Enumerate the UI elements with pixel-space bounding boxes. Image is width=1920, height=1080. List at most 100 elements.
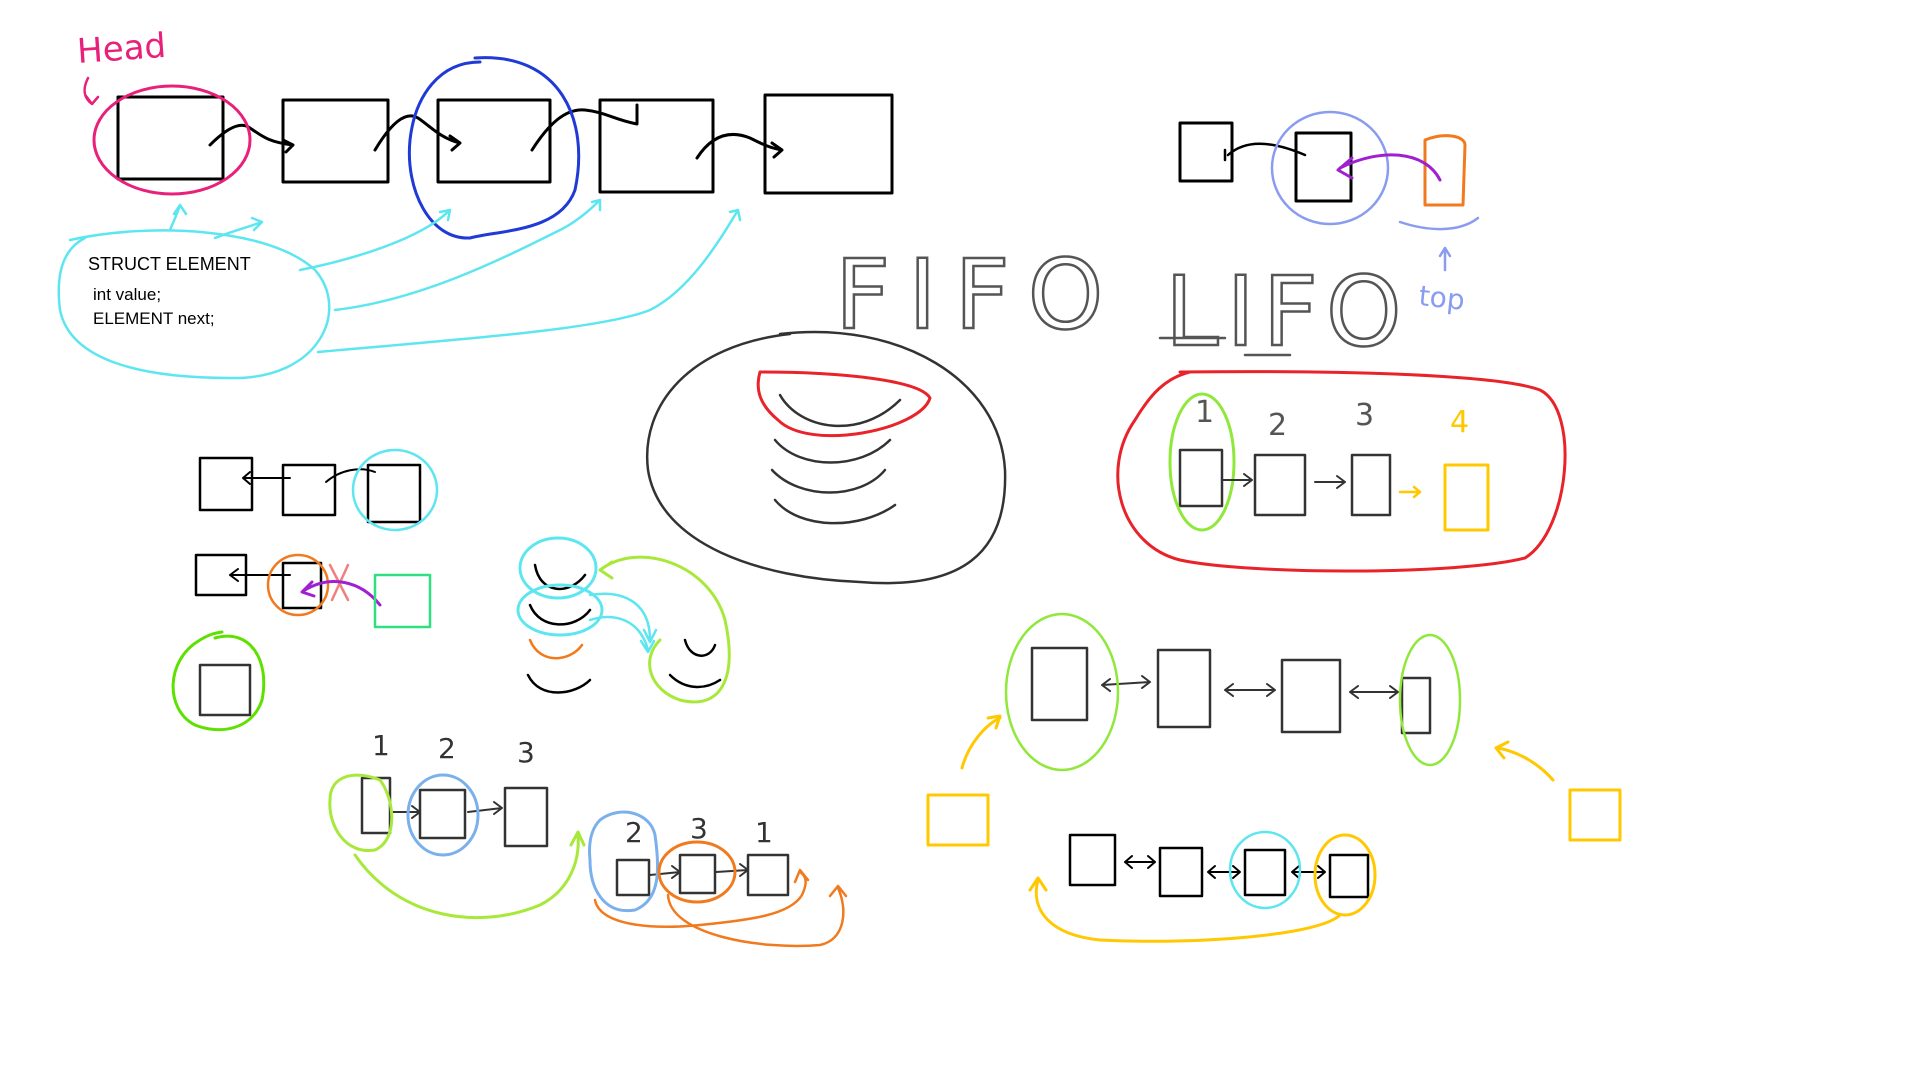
struct-pointer-2	[213, 216, 264, 240]
dll-head-circle	[1004, 612, 1120, 772]
reorder-blue-circle	[406, 773, 480, 857]
reorder-top-node-2	[418, 788, 467, 840]
reorder-blue-bubble	[588, 810, 660, 913]
struct-pointer-5	[316, 208, 742, 354]
reorder-bottom-node-1	[615, 858, 651, 897]
reorder-bottom-node-2	[678, 853, 717, 895]
top-arrow	[1438, 246, 1452, 272]
dll-new-tail	[1568, 788, 1622, 842]
reorder-top-num-2: 2	[438, 732, 456, 765]
queue-num-1: 1	[1195, 395, 1214, 430]
rm-row2-arrow	[229, 568, 291, 582]
queue-first-circle	[1168, 392, 1236, 532]
dll-arrow-3	[1349, 685, 1399, 699]
lifo-title: LIFO	[1165, 256, 1410, 368]
queue-node-1	[1178, 448, 1224, 508]
reorder-top-node-3	[503, 786, 549, 848]
reorder-top-arrow-1	[391, 805, 421, 819]
queue-diagram: 1 2 3 4	[1116, 370, 1567, 573]
dll-arrow-2	[1224, 683, 1276, 697]
reorder-bottom-num-2: 3	[690, 812, 708, 845]
rm-row1-arrow-1	[242, 471, 291, 485]
rm-row2-node-2	[281, 561, 323, 610]
doubly-linked-list	[926, 612, 1622, 847]
struct-bubble-outline	[57, 229, 331, 380]
cdll-arrow-1	[1124, 855, 1156, 869]
plate-transfer	[516, 536, 731, 704]
queue-num-2: 2	[1268, 408, 1287, 443]
queue-num-4: 4	[1450, 405, 1469, 440]
rm-single-node	[198, 663, 252, 717]
stack-top-right: top	[1178, 110, 1480, 317]
list-node-5	[763, 93, 894, 195]
dll-node-1	[1030, 646, 1089, 722]
list-node-1	[116, 95, 225, 181]
reorder-lime-arrow	[353, 830, 586, 920]
struct-pointer-4	[333, 198, 602, 312]
dll-new-tail-arrow	[1494, 740, 1555, 782]
queue-arrow-2	[1314, 475, 1346, 489]
list-reorder-diagram: 1 2 3 2 3 1	[328, 729, 848, 948]
top-bracket	[1398, 216, 1480, 231]
head-label: Head	[76, 26, 167, 72]
transfer-plate-1	[533, 563, 587, 591]
bowl-outline	[645, 330, 1007, 585]
head-arrow	[83, 76, 100, 106]
cdll-cyan-circle	[1228, 830, 1302, 910]
reorder-bottom-arrow-2	[715, 863, 749, 877]
top-plate-highlight	[756, 370, 932, 438]
plate-1	[778, 393, 902, 428]
reorder-top-node-1	[360, 776, 392, 835]
rm-single-circle	[171, 630, 266, 732]
queue-container	[1116, 370, 1567, 573]
cdll-yellow-circle	[1313, 833, 1377, 917]
reorder-top-num-1: 1	[372, 729, 390, 762]
plate-3	[770, 468, 887, 494]
cdll-arrow-3	[1291, 865, 1326, 879]
queue-node-2	[1253, 453, 1307, 517]
transfer-plate-1-circle	[518, 536, 598, 600]
stack-link	[1223, 142, 1307, 162]
rm-row1-last-circle	[351, 448, 439, 532]
list-arrow-3	[530, 103, 639, 152]
dll-node-3	[1280, 658, 1342, 734]
rm-row1-node-2	[281, 463, 337, 517]
struct-pointer-1	[168, 203, 188, 232]
transfer-target-plate-1	[683, 638, 717, 657]
blue-highlight-circle	[407, 56, 581, 240]
list-node-4	[598, 98, 715, 194]
reorder-top-num-3: 3	[517, 736, 535, 769]
cdll-node-1	[1068, 833, 1117, 887]
struct-bubble	[57, 198, 742, 380]
reorder-bottom-node-3	[746, 853, 790, 897]
dll-tail-circle	[1398, 633, 1462, 767]
transfer-cyan-arrow-1	[588, 592, 658, 644]
cdll-node-3	[1243, 848, 1287, 897]
queue-node-4-new	[1443, 463, 1490, 532]
transfer-target-plate-2	[668, 673, 722, 689]
list-arrow-4	[695, 133, 784, 160]
list-removal-diagram	[171, 448, 439, 732]
queue-node-3	[1350, 453, 1392, 517]
circular-doubly-linked-list	[1028, 830, 1377, 943]
list-node-3	[436, 98, 552, 184]
dll-new-head-arrow	[960, 714, 1002, 770]
struct-field-value: int value;	[93, 285, 161, 304]
queue-num-3: 3	[1355, 398, 1374, 433]
fifo-title: FIFO	[835, 239, 1121, 351]
queue-arrow-3	[1398, 485, 1422, 499]
transfer-plate-3	[528, 638, 584, 660]
rm-removed-node	[373, 573, 432, 629]
rm-relink-arrow	[300, 580, 382, 607]
list-arrow-2	[373, 114, 462, 152]
transfer-plate-2-circle	[516, 583, 604, 637]
rm-row1-arrow-2	[325, 468, 376, 483]
dll-node-4	[1400, 676, 1432, 735]
reorder-orange-arrow-1	[593, 868, 810, 928]
dll-node-2	[1156, 648, 1212, 729]
transfer-lime-loop	[598, 555, 731, 704]
singly-linked-list-top	[116, 93, 894, 195]
reorder-orange-circle	[657, 840, 737, 904]
cdll-node-4	[1328, 853, 1370, 899]
